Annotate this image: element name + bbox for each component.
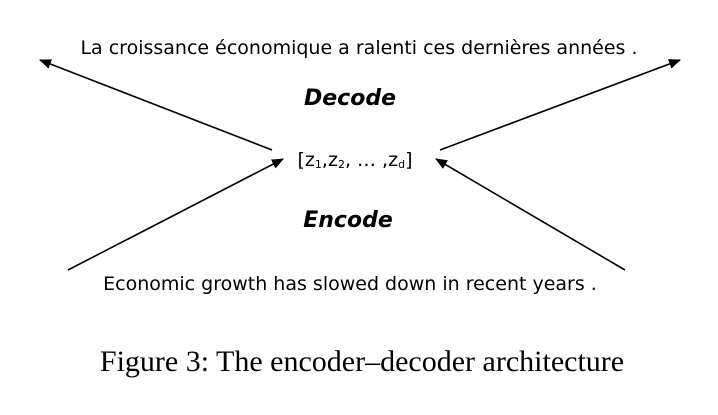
target-sentence: La croissance économique a ralenti ces d… bbox=[80, 37, 637, 59]
latent-zd: z bbox=[388, 149, 398, 171]
decode-arrow-left bbox=[39, 59, 273, 151]
latent-z1: z bbox=[305, 149, 315, 171]
latent-vector: [z1,z2, … ,zd] bbox=[298, 149, 413, 171]
latent-z1-subscript: 1 bbox=[315, 158, 322, 171]
decode-label: Decode bbox=[304, 86, 396, 111]
latent-close-bracket: ] bbox=[405, 149, 412, 171]
latent-ellipsis: , … , bbox=[345, 149, 388, 171]
figure-caption: Figure 3: The encoder–decoder architectu… bbox=[100, 345, 624, 378]
latent-open-bracket: [ bbox=[298, 149, 305, 171]
encode-arrow-right bbox=[435, 158, 626, 271]
latent-zd-subscript: d bbox=[398, 158, 405, 171]
latent-separator: , bbox=[322, 149, 328, 171]
latent-z2: z bbox=[328, 149, 338, 171]
decode-arrow-right bbox=[439, 59, 681, 151]
source-sentence: Economic growth has slowed down in recen… bbox=[103, 273, 597, 295]
encode-arrow-left bbox=[67, 158, 284, 271]
encode-label: Encode bbox=[303, 208, 393, 233]
latent-z2-subscript: 2 bbox=[338, 158, 345, 171]
